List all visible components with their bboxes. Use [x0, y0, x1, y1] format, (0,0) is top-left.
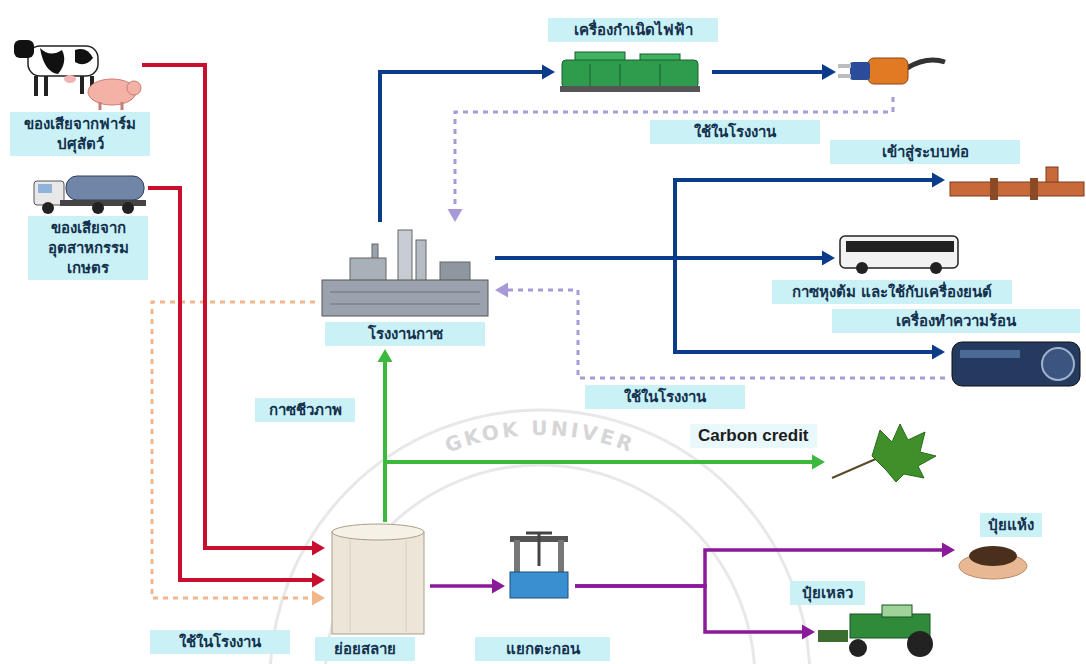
product-box: ปุ๋ยเหลว — [815, 604, 952, 660]
output-box: เครื่องทำความร้อน — [945, 337, 1084, 391]
power-line-arrow — [712, 64, 836, 80]
node-label: กาซหุงต้ม และใช้กับเครื่องยนต์ — [772, 280, 1012, 304]
flow-arrow — [575, 550, 942, 586]
arrow-head — [812, 455, 825, 470]
output-box: Carbon credit — [825, 420, 940, 484]
tanker-truck-picture — [34, 176, 146, 214]
flow-arrow — [430, 584, 492, 588]
node-label: ปุ๋ยแห้ง — [980, 513, 1042, 537]
edge-label: ใช้ในโรงงาน — [650, 120, 820, 144]
livestock-picture — [14, 40, 141, 110]
watermark-text: GKOK UNIVER — [442, 416, 639, 457]
arrow-head — [932, 173, 945, 188]
node-label: ปุ๋ยเหลว — [790, 581, 865, 605]
arrow-head — [312, 573, 325, 588]
node-label: โรงงานกาซ — [325, 322, 485, 346]
node-label: แยกตะกอน — [475, 637, 610, 661]
arrow-head — [542, 65, 555, 80]
edge-label: ใช้ในโรงงาน — [585, 385, 745, 409]
edge-label: กาซชีวภาพ — [255, 398, 355, 422]
flow-arrow — [383, 362, 387, 522]
arrow-head — [492, 579, 505, 594]
node-label: เครื่องกำเนิดไฟฟ้า — [548, 18, 718, 42]
leaf-picture — [832, 424, 936, 482]
plug-picture — [838, 58, 945, 84]
node-label: ย่อยสลาย — [315, 637, 415, 661]
flow-arrow — [142, 65, 312, 548]
output-box: กาซหุงต้ม และใช้กับเครื่องยนต์ — [835, 230, 962, 276]
node-label: ของเสียจากฟาร์ม ปศุสัตว์ — [10, 112, 150, 156]
product-box: ปุ๋ยแห้ง — [955, 540, 1035, 582]
arrow-head — [495, 283, 508, 298]
arrow-head — [942, 543, 955, 558]
edge-label: ใช้ในโรงงาน — [150, 630, 290, 654]
flow-arrow — [380, 72, 542, 222]
plant-box: โรงงานกาซ — [315, 222, 495, 349]
press-picture — [510, 532, 568, 598]
bus-picture — [840, 236, 958, 274]
equipment-box: เครื่องกำเนิดไฟฟ้า — [555, 50, 950, 97]
arrow-head — [312, 541, 325, 556]
source-box: ของเสียจาก อุตสาหกรรม เกษตร — [30, 168, 148, 215]
flow-arrow — [455, 97, 893, 209]
node-label: เข้าสู่ระบบท่อ — [830, 140, 1020, 164]
heater-picture — [952, 342, 1080, 386]
dry-fertilizer-picture — [959, 546, 1027, 579]
node-label: Carbon credit — [690, 424, 817, 448]
output-box: เข้าสู่ระบบท่อ — [945, 166, 1084, 216]
flow-arrow — [575, 586, 802, 632]
arrow-head — [312, 591, 325, 606]
digester-tank-picture — [332, 524, 424, 634]
node-label: เครื่องทำความร้อน — [832, 309, 1080, 333]
generator-picture — [560, 52, 700, 92]
arrow-head — [932, 345, 945, 360]
flow-arrow — [148, 188, 312, 580]
watermark-seal — [270, 410, 810, 664]
source-box: ของเสียจากฟาร์ม ปศุสัตว์ — [18, 38, 142, 112]
tractor-picture — [818, 605, 933, 657]
arrow-head — [822, 251, 835, 266]
node-label: ของเสียจาก อุตสาหกรรม เกษตร — [28, 216, 148, 280]
flow-arrow — [152, 302, 315, 598]
process-box: ย่อยสลาย — [325, 522, 430, 636]
arrow-head — [448, 209, 463, 222]
flow-arrow — [385, 462, 812, 522]
arrow-head — [802, 625, 815, 640]
arrow-head — [378, 349, 393, 362]
flow-arrow — [495, 180, 932, 258]
gas-plant-picture — [322, 230, 488, 316]
process-box: แยกตะกอน — [505, 530, 575, 600]
flow-arrow — [495, 258, 932, 352]
pipe-picture — [950, 167, 1084, 200]
